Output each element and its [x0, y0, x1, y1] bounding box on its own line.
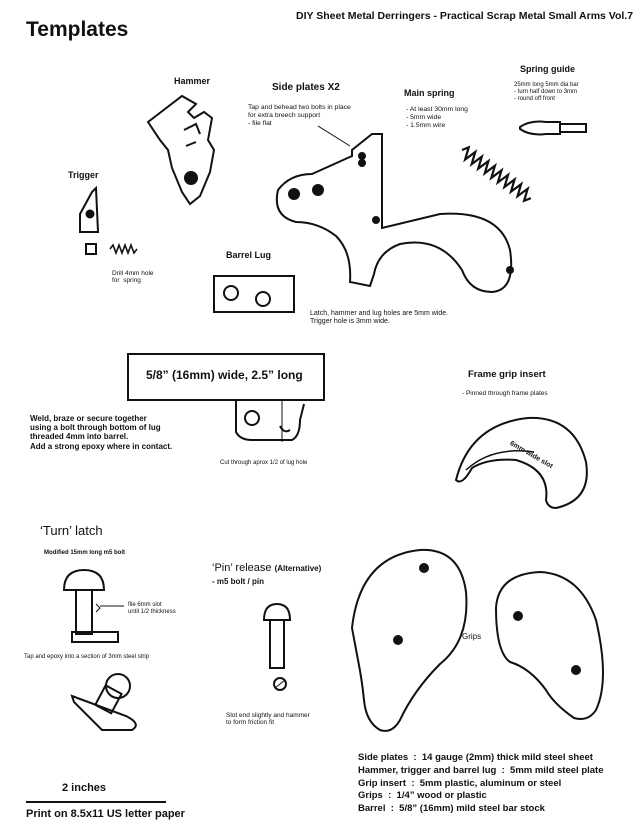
spring-guide-label: Spring guide: [520, 64, 575, 74]
materials-list: Side plates : 14 gauge (2mm) thick mild …: [358, 752, 604, 815]
grips-label: Grips: [462, 632, 482, 641]
main-spring: [461, 145, 532, 203]
page-subtitle: DIY Sheet Metal Derringers - Practical S…: [296, 10, 634, 22]
turn-latch-sub: Modified 15mm long m5 bolt: [44, 550, 126, 556]
pin-release: [262, 602, 292, 691]
turn-latch-assembled: [70, 673, 137, 731]
barrel-lug-label: Barrel Lug: [226, 250, 272, 260]
pin-release-label: ‘Pin’ release (Alternative): [212, 562, 321, 575]
drill-note: Drill 4mm hole for spring: [112, 270, 154, 285]
pin-release-title: ‘Pin’ release: [212, 562, 272, 574]
trigger-template: [79, 185, 138, 256]
hammer-label: Hammer: [174, 76, 211, 86]
main-spring-specs: - At least 30mm long - 5mm wide - 1.5mm …: [406, 106, 468, 129]
grips-template: [350, 548, 604, 732]
spring-guide-specs: 25mm long 5mm dia bar - turn half down t…: [514, 82, 579, 102]
frame-grip-insert: [454, 416, 588, 510]
turn-latch-bolt: [62, 568, 124, 643]
pin-release-alt: (Alternative): [274, 564, 322, 573]
frame-grip-label: Frame grip insert: [468, 369, 546, 380]
tap-epoxy-note: Tap and epoxy into a section of 3mm stee…: [24, 654, 150, 660]
pin-release-sub: - m5 bolt / pin: [212, 577, 264, 586]
spring-guide: [519, 120, 587, 136]
main-spring-label: Main spring: [404, 88, 455, 98]
weld-note: Weld, braze or secure together using a b…: [30, 414, 173, 451]
frame-grip-sub: - Pinned through frame plates: [462, 390, 548, 397]
side-plate-template: [275, 125, 514, 294]
barrel-lug-template: [213, 275, 295, 313]
file-slot-note: file 6mm slot until 1/2 thickness: [128, 602, 176, 615]
page-title: Templates: [26, 18, 129, 41]
cut-note: Cut through aprox 1/2 of lug hole: [220, 460, 308, 466]
trigger-label: Trigger: [68, 170, 99, 180]
barrel-template: [127, 353, 325, 442]
hammer-template: [146, 94, 216, 206]
slot-end-note: Slot end slightly and hammer to form fri…: [226, 712, 310, 727]
side-plates-label: Side plates X2: [272, 82, 340, 93]
side-plates-note: Tap and behead two bolts in place for ex…: [248, 104, 351, 127]
print-note: Print on 8.5x11 US letter paper: [26, 808, 185, 820]
barrel-dimensions: 5/8” (16mm) wide, 2.5” long: [146, 368, 303, 382]
scale-label: 2 inches: [62, 782, 107, 794]
holes-note: Latch, hammer and lug holes are 5mm wide…: [310, 310, 449, 326]
turn-latch-label: ‘Turn’ latch: [40, 523, 103, 538]
